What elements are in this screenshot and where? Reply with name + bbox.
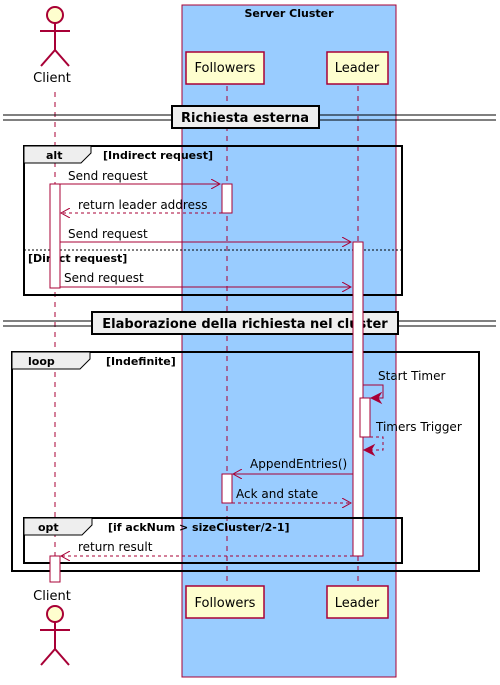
client-activation-2 [49,555,61,583]
followers-activation-1 [221,183,233,214]
followers-participant-top: Followers [185,51,265,85]
loop-fragment: loop [Indefinite] [11,351,480,572]
loop-guard: [Indefinite] [106,355,176,368]
svg-text:return result: return result [78,540,153,554]
svg-text:Send request: Send request [68,227,148,241]
svg-text:Timers Trigger: Timers Trigger [375,420,462,434]
message-start-timer: Start Timer [363,369,445,405]
opt-keyword: opt [38,521,59,534]
message-ack-and-state: Ack and state [232,487,351,503]
svg-text:Start Timer: Start Timer [378,369,445,383]
divider-processing: Elaborazione della richiesta nel cluster [3,311,496,335]
svg-text:return leader address: return leader address [78,198,207,212]
client-actor-bottom: Client [33,589,71,666]
divider-processing-label: Elaborazione della richiesta nel cluster [102,317,388,332]
loop-keyword: loop [28,355,55,368]
server-cluster-title: Server Cluster [244,7,334,20]
divider-external: Richiesta esterna [3,105,496,129]
leader-label-bottom: Leader [335,596,380,611]
followers-label-bottom: Followers [195,596,256,611]
message-return-leader-address: return leader address [61,198,222,213]
leader-label-top: Leader [335,61,380,76]
svg-text:AppendEntries(): AppendEntries() [250,457,347,471]
message-send-request-3: Send request [60,271,351,287]
leader-participant-top: Leader [326,51,389,85]
divider-external-label: Richiesta esterna [181,111,309,126]
client-label-bottom: Client [33,589,71,604]
leader-activation-timer [359,397,371,438]
message-timers-trigger: Timers Trigger [362,420,462,457]
client-actor-top: Client [33,6,71,86]
alt-guard: [Indirect request] [103,149,213,162]
message-send-request-1: Send request [60,169,220,184]
svg-text:Send request: Send request [64,271,144,285]
svg-text:Send request: Send request [68,169,148,183]
leader-participant-bottom: Leader [326,585,389,619]
message-return-result: return result [61,540,353,556]
message-append-entries: AppendEntries() [233,457,353,474]
opt-fragment: opt [if ackNum > sizeCluster/2-1] [23,517,403,564]
followers-activation-2 [221,473,233,504]
client-activation-1 [49,183,61,289]
followers-label-top: Followers [195,61,256,76]
alt-keyword: alt [46,149,62,162]
followers-participant-bottom: Followers [185,585,265,619]
alt-else-guard: [Direct request] [28,252,127,265]
opt-guard: [if ackNum > sizeCluster/2-1] [108,521,290,534]
message-send-request-2: Send request [60,227,351,242]
client-label-top: Client [33,71,71,86]
svg-text:Ack and state: Ack and state [236,487,318,501]
